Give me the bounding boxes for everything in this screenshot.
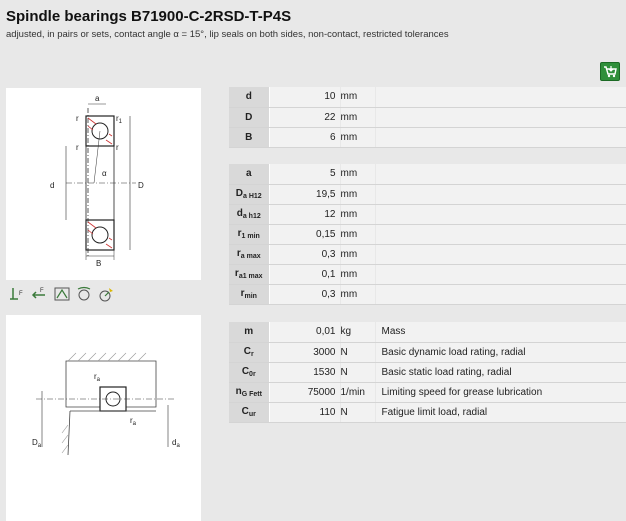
label-d: d [50,181,54,190]
axial-load-icon: F [8,285,27,303]
description-cell: Basic dynamic load rating, radial [374,342,626,363]
symbol-cell: B [229,127,270,148]
label-r-mid-right: r [116,143,119,152]
unit-cell: N [339,342,375,363]
description-cell: Fatigue limit load, radial [374,402,626,423]
cart-icon [604,66,617,78]
description-cell: Basic static load rating, radial [374,362,626,383]
symbol-cell: C0r [229,362,270,383]
page-subtitle: adjusted, in pairs or sets, contact angl… [6,29,449,40]
page-title: Spindle bearings B71900-C-2RSD-T-P4S [6,8,292,25]
symbol-cell: a [229,164,270,185]
add-to-cart-button[interactable] [600,62,620,81]
unit-cell: N [339,402,375,423]
unit-cell: mm [339,164,375,185]
unit-cell: mm [339,204,375,225]
unit-cell: mm [339,184,375,205]
label-ra-right: ra [130,416,137,427]
value-cell: 75000 [269,382,340,403]
value-cell: 3000 [269,342,340,363]
speed-icon [96,285,115,303]
unit-cell: mm [339,244,375,265]
lubrication-icon [74,285,93,303]
unit-cell: N [339,362,375,383]
unit-cell: mm [339,264,375,285]
unit-cell: mm [339,127,375,148]
symbol-cell: nG Fett [229,382,270,403]
symbol-cell: D [229,107,270,128]
value-cell: 12 [269,204,340,225]
symbol-cell: ra max [229,244,270,265]
value-cell: 0,15 [269,224,340,245]
label-D: D [138,181,144,190]
description-cell: Limiting speed for grease lubrication [374,382,626,403]
label-ra-top: ra [94,372,101,383]
description-cell: Mass [374,322,626,343]
unit-cell: mm [339,284,375,305]
symbol-cell: m [229,322,270,343]
symbol-cell: d [229,87,270,108]
value-cell: 0,1 [269,264,340,285]
symbol-cell: Cur [229,402,270,423]
bearing-cross-section-drawing: a r r1 r r d D α B [6,88,201,280]
unit-cell: mm [339,107,375,128]
value-cell: 0,3 [269,244,340,265]
value-cell: 19,5 [269,184,340,205]
value-cell: 10 [269,87,340,108]
value-cell: 110 [269,402,340,423]
value-cell: 0,3 [269,284,340,305]
label-r-top-left: r [76,114,79,123]
value-cell: 22 [269,107,340,128]
value-cell: 0,01 [269,322,340,343]
label-r1: r1 [116,114,123,125]
label-Da: Da [32,438,42,449]
unit-cell: mm [339,87,375,108]
radial-load-icon: F [30,285,49,303]
label-r-mid-left: r [76,143,79,152]
svg-text:F: F [19,291,23,297]
label-da: da [172,438,180,449]
symbol-cell: Da H12 [229,184,270,205]
label-a: a [95,94,100,103]
label-B: B [96,259,101,268]
value-cell: 5 [269,164,340,185]
bearing-property-icons: F F [8,285,115,303]
unit-cell: 1/min [339,382,375,403]
bearing-arrangement-icon [52,285,71,303]
mounting-dimensions-drawing: ra ra Da da [6,315,201,521]
unit-cell: mm [339,224,375,245]
svg-text:F: F [40,288,44,294]
symbol-cell: r1 min [229,224,270,245]
value-cell: 1530 [269,362,340,383]
symbol-cell: rmin [229,284,270,305]
symbol-cell: ra1 max [229,264,270,285]
symbol-cell: da h12 [229,204,270,225]
label-alpha: α [102,169,107,178]
value-cell: 6 [269,127,340,148]
symbol-cell: Cr [229,342,270,363]
unit-cell: kg [339,322,375,343]
